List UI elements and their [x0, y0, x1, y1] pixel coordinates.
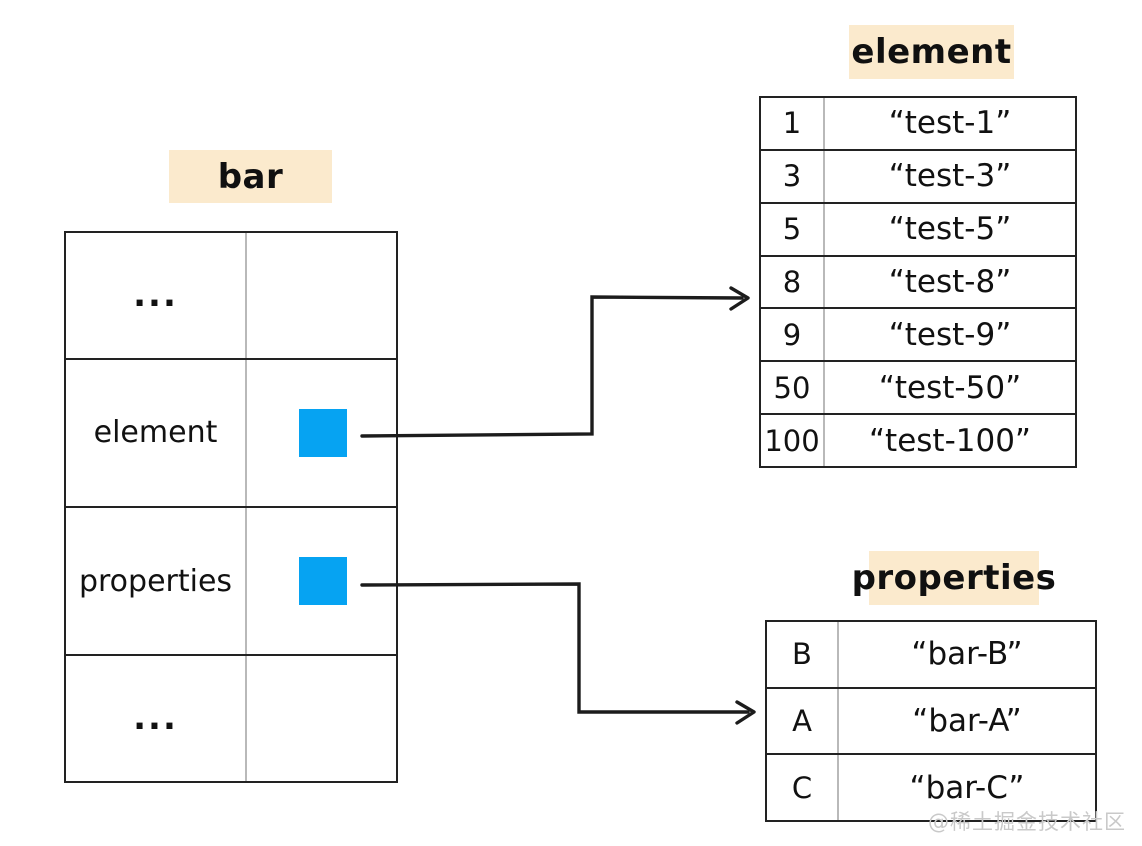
element-row-key-3: 8: [761, 256, 825, 308]
element-row-value-3: “test-8”: [888, 264, 1012, 300]
connector-properties-arrow: [360, 582, 756, 725]
bar-row-value-0: [247, 233, 396, 358]
element-row-key-0: 1: [761, 98, 825, 149]
table-row: 8 “test-8”: [761, 256, 1075, 310]
table-row: 5 “test-5”: [761, 203, 1075, 257]
element-row-key-2: 5: [761, 203, 825, 255]
properties-row-value-0: “bar-B”: [911, 636, 1023, 673]
properties-row-key-2: C: [767, 755, 839, 821]
bar-row-key-element: element: [66, 359, 247, 506]
connector-element-arrow: [360, 286, 750, 438]
bar-row-value-properties: [247, 508, 396, 654]
properties-row-value-1: “bar-A”: [912, 703, 1022, 739]
element-row-value-1: “test-3”: [888, 158, 1012, 195]
table-row: element: [66, 359, 396, 508]
bar-row-key-3: ...: [66, 656, 247, 781]
ellipsis-glyph: ...: [133, 697, 178, 738]
element-row-key-4: 9: [761, 309, 825, 361]
table-row: 100 “test-100”: [761, 415, 1075, 467]
properties-reference-swatch-icon[interactable]: [299, 557, 347, 606]
table-row: properties: [66, 508, 396, 657]
properties-row-value-2: “bar-C”: [909, 769, 1025, 806]
watermark-text: @稀土掘金技术社区: [928, 810, 1126, 834]
element-reference-swatch-icon[interactable]: [299, 408, 347, 457]
bar-row-key-0: ...: [66, 233, 247, 358]
element-row-key-6: 100: [761, 415, 825, 467]
element-row-key-1: 3: [761, 150, 825, 202]
element-row-value-0: “test-1”: [888, 105, 1012, 142]
table-row: 9 “test-9”: [761, 309, 1075, 363]
table-row: A “bar-A”: [767, 688, 1095, 756]
arrowhead-icon: [735, 700, 756, 725]
bar-row-key-properties: properties: [66, 508, 247, 655]
element-table: 1 “test-1” 3 “test-3” 5 “test-5” 8 “test…: [759, 96, 1077, 468]
bar-table: ... element properties ...: [64, 231, 398, 783]
element-row-value-5: “test-50”: [878, 369, 1022, 406]
arrowhead-icon: [729, 286, 750, 311]
table-row: 3 “test-3”: [761, 150, 1075, 204]
ellipsis-glyph: ...: [133, 274, 178, 315]
properties-row-key-1: A: [767, 688, 839, 754]
element-row-value-6: “test-100”: [868, 422, 1031, 459]
table-row: B “bar-B”: [767, 622, 1095, 689]
element-row-key-5: 50: [761, 362, 825, 414]
bar-table-title: bar: [169, 150, 332, 203]
element-row-value-4: “test-9”: [888, 316, 1012, 353]
element-table-title: element: [849, 25, 1014, 79]
table-row: 1 “test-1”: [761, 98, 1075, 151]
element-row-value-2: “test-5”: [888, 211, 1012, 248]
table-row: 50 “test-50”: [761, 362, 1075, 416]
properties-table-title: properties: [852, 551, 1056, 605]
table-row: ...: [66, 656, 396, 781]
table-row: ...: [66, 233, 396, 360]
bar-row-value-3: [247, 656, 396, 781]
properties-row-key-0: B: [767, 622, 839, 687]
table-row: C “bar-C”: [767, 755, 1095, 821]
properties-table: B “bar-B” A “bar-A” C “bar-C”: [765, 620, 1097, 822]
bar-row-value-element: [247, 360, 396, 506]
